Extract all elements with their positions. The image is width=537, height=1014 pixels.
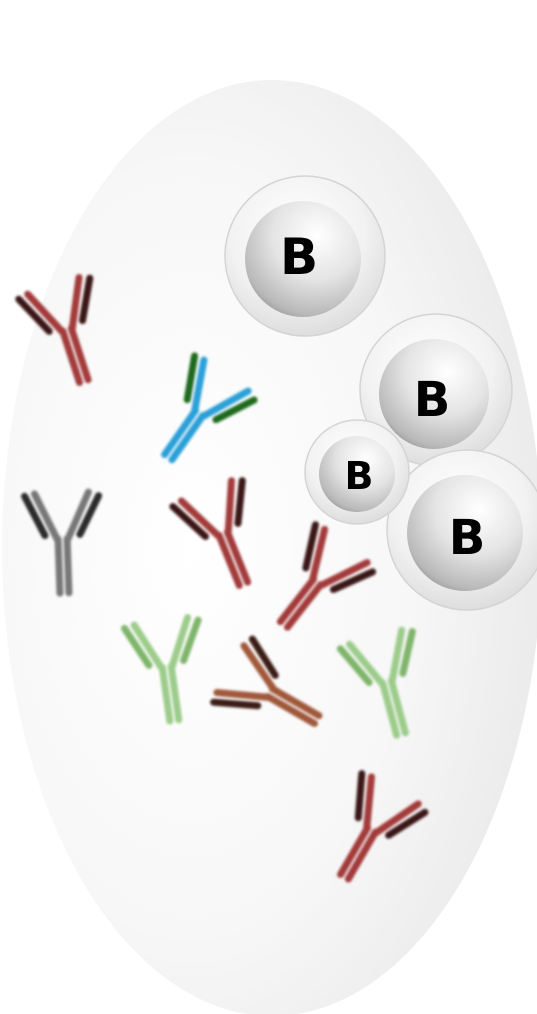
antibody-light-green-2 xyxy=(336,626,416,739)
b-cell-label: B xyxy=(280,228,318,286)
antibody-light-green-1 xyxy=(121,614,202,725)
antibody-brown xyxy=(210,635,323,727)
b-cell-label: B xyxy=(414,372,451,428)
b-cell: B xyxy=(386,449,537,611)
b-cell: B xyxy=(224,175,386,337)
antibody-red-4 xyxy=(337,770,429,883)
serum-oval xyxy=(2,80,537,1014)
b-cell-label: B xyxy=(345,454,374,498)
antibody-red-1 xyxy=(15,274,94,386)
antibody-blue-green xyxy=(161,352,258,464)
antibody-red-3 xyxy=(276,521,377,631)
b-cell-label: B xyxy=(449,510,486,566)
antibody-group xyxy=(15,274,429,883)
b-cell: B xyxy=(359,313,513,467)
antibody-red-2 xyxy=(169,477,252,589)
antibody-gray xyxy=(21,488,103,597)
b-cell: B xyxy=(304,419,410,525)
